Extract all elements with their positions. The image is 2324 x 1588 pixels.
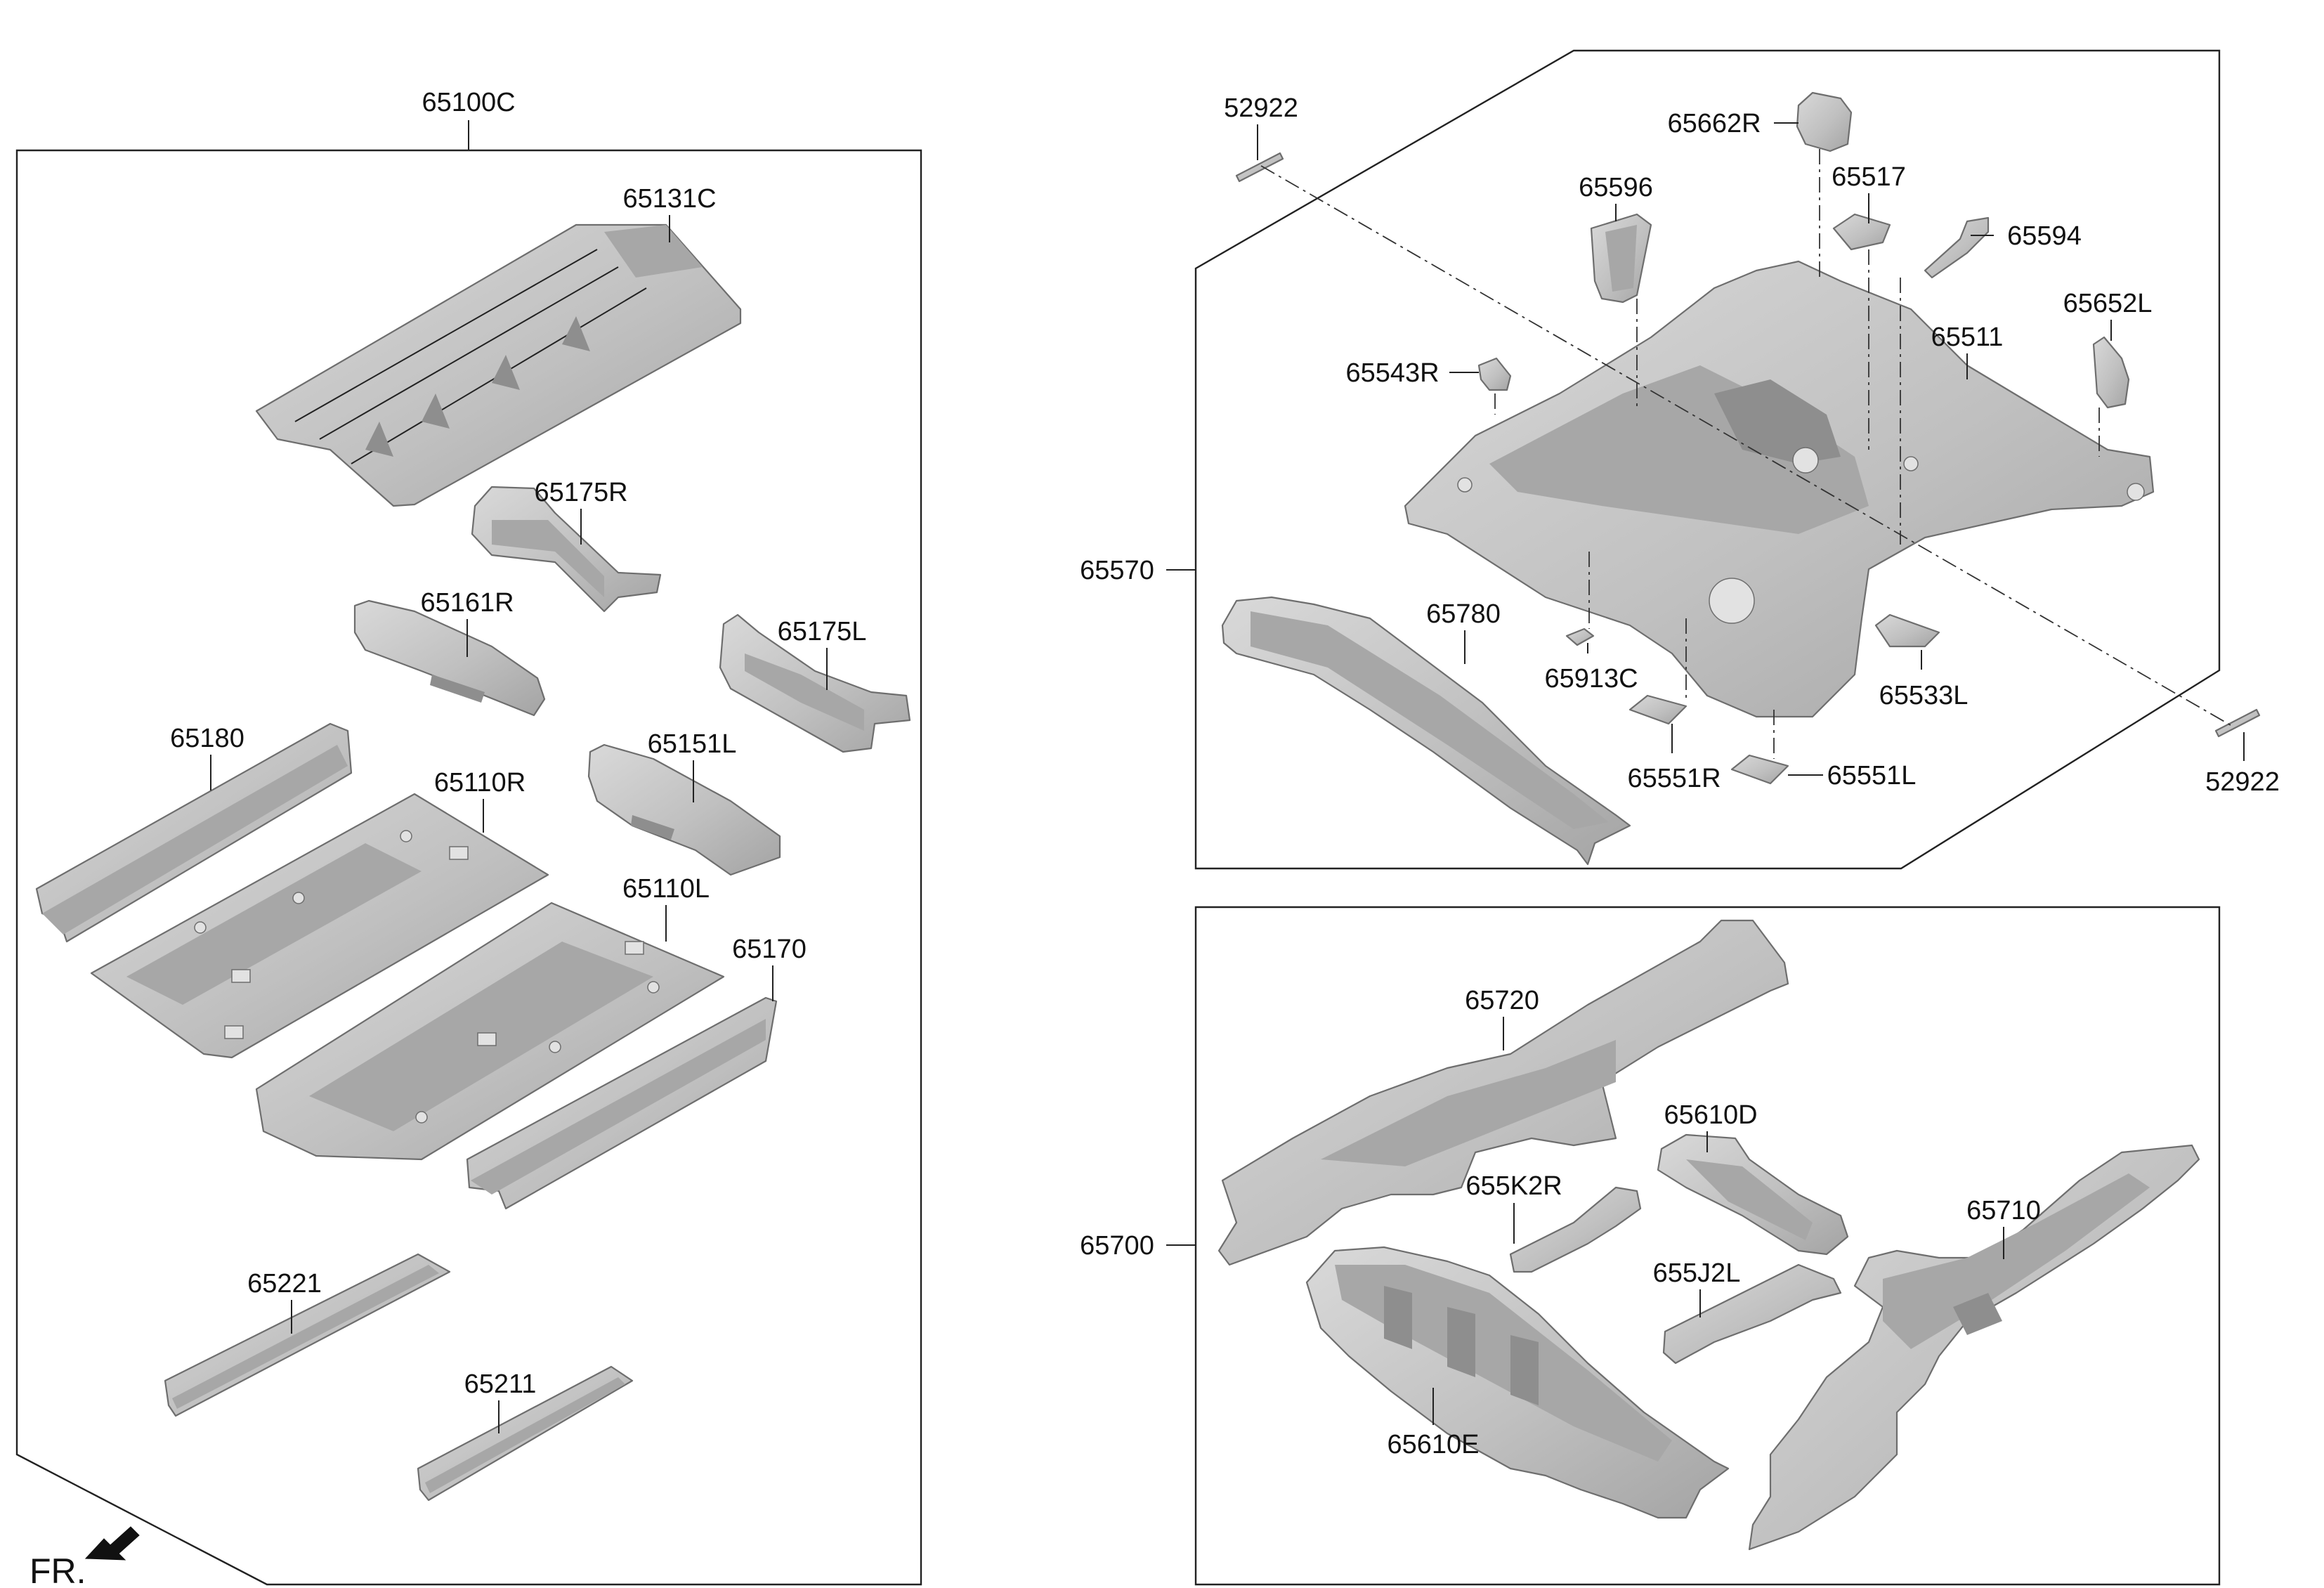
label-655K2R: 655K2R	[1465, 1171, 1562, 1201]
label-65170: 65170	[732, 935, 807, 964]
part-65596-bracket	[1590, 213, 1652, 304]
label-65543R: 65543R	[1345, 358, 1439, 388]
part-65551R-plate	[1628, 694, 1687, 725]
assembly-line-plug-diagonal	[1260, 165, 2231, 726]
left-group-frame	[15, 149, 922, 1586]
part-65780-crossmember	[1221, 596, 1631, 866]
part-65131C-center-floor-tunnel	[255, 223, 742, 507]
part-65211-crossmember	[417, 1365, 634, 1502]
label-52922-bottom: 52922	[2205, 767, 2280, 797]
label-65700: 65700	[1080, 1231, 1154, 1261]
part-65517-bracket	[1832, 213, 1891, 251]
label-65175L: 65175L	[778, 617, 867, 646]
label-65110L: 65110L	[622, 874, 710, 904]
label-65221: 65221	[247, 1269, 322, 1299]
part-65543R-bracket	[1477, 357, 1512, 391]
front-arrow-icon	[84, 1526, 140, 1561]
label-65780: 65780	[1426, 599, 1501, 629]
part-65662R-bracket	[1796, 91, 1853, 152]
label-655J2L: 655J2L	[1653, 1258, 1741, 1288]
label-65710: 65710	[1966, 1196, 2041, 1225]
label-65652L: 65652L	[2063, 289, 2153, 318]
part-65180-side-sill	[35, 722, 353, 943]
part-65511-rear-floor-panel	[1404, 260, 2155, 718]
part-655K2R-bracket	[1509, 1186, 1642, 1273]
lower-right-group-frame	[1194, 906, 2221, 1586]
label-65131C: 65131C	[622, 184, 716, 214]
label-65720: 65720	[1465, 986, 1539, 1015]
label-65511: 65511	[1931, 323, 2004, 352]
part-65610E-member	[1305, 1246, 1730, 1519]
part-65652L-bracket	[2092, 336, 2130, 409]
label-65594: 65594	[2007, 221, 2082, 251]
front-label: FR.	[30, 1551, 86, 1588]
label-65913C: 65913C	[1544, 664, 1638, 694]
label-65180: 65180	[170, 724, 244, 753]
label-65596: 65596	[1579, 173, 1653, 202]
part-65594-bracket	[1924, 216, 1990, 279]
label-65662R: 65662R	[1667, 109, 1761, 138]
label-65570: 65570	[1080, 556, 1154, 585]
part-52922-plug-top	[1235, 152, 1284, 183]
label-65610D: 65610D	[1664, 1100, 1757, 1130]
part-65551L-plate	[1730, 754, 1789, 785]
part-65151L-member	[587, 743, 781, 876]
label-65517: 65517	[1832, 162, 1906, 192]
part-65221-crossmember	[164, 1253, 451, 1417]
label-65610E: 65610E	[1387, 1430, 1479, 1459]
part-65110L-floor-panel	[255, 902, 725, 1161]
part-65110R-floor-panel	[90, 793, 549, 1059]
label-65551R: 65551R	[1627, 764, 1721, 793]
part-65175L-bracket	[719, 613, 911, 753]
upper-right-group-frame	[1194, 49, 2221, 870]
part-65720-side-member	[1218, 919, 1789, 1266]
label-52922-top: 52922	[1224, 93, 1298, 123]
part-65161R-member	[353, 599, 546, 717]
part-655J2L-bracket	[1662, 1263, 1842, 1365]
label-65110R: 65110R	[434, 768, 525, 798]
part-65175R-bracket	[471, 486, 662, 613]
part-65913C-plate	[1565, 627, 1595, 646]
part-65610D-member	[1657, 1133, 1849, 1256]
label-65161R: 65161R	[420, 588, 514, 618]
label-65211: 65211	[464, 1369, 537, 1399]
label-65551L: 65551L	[1827, 761, 1917, 790]
label-65151L: 65151L	[648, 729, 737, 759]
part-52922-plug-bottom	[2214, 708, 2261, 738]
front-direction-indicator: FR.	[30, 1526, 140, 1588]
part-65533L-bracket	[1874, 613, 1940, 648]
label-65175R: 65175R	[534, 478, 627, 507]
part-65170-sill-reinforcement	[466, 996, 778, 1210]
part-65710-side-member	[1748, 1144, 2200, 1551]
label-65533L: 65533L	[1879, 681, 1969, 710]
label-65100C: 65100C	[422, 88, 515, 117]
